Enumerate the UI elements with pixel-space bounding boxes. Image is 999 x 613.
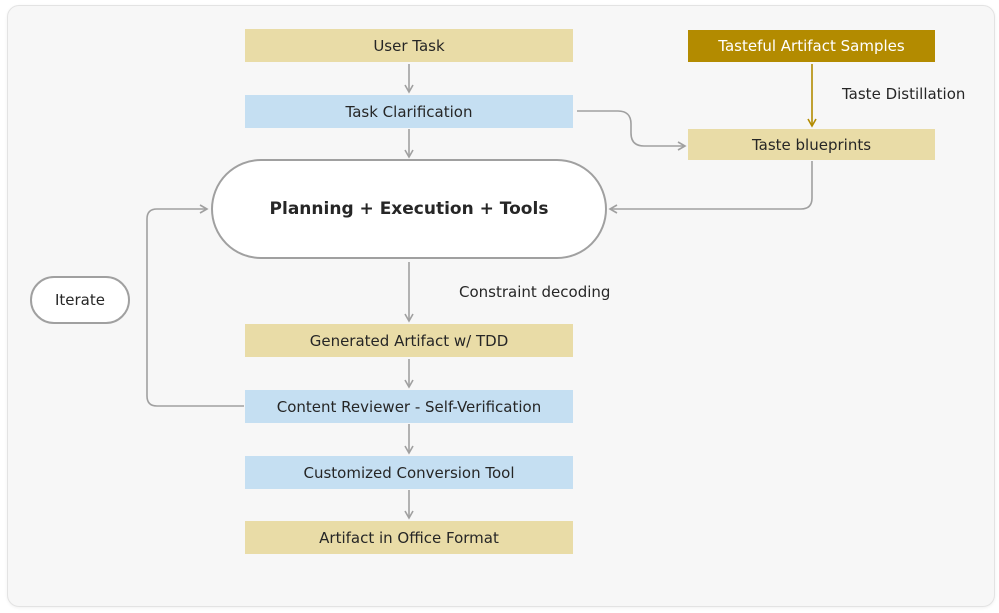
tasteful-artifact-samples-node: Tasteful Artifact Samples (688, 30, 935, 62)
taste-blueprints-node: Taste blueprints (688, 129, 935, 160)
conversion-tool-node: Customized Conversion Tool (245, 456, 573, 489)
planning-execution-tools-node: Planning + Execution + Tools (211, 159, 607, 259)
artifact-office-format-node: Artifact in Office Format (245, 521, 573, 554)
generated-artifact-node: Generated Artifact w/ TDD (245, 324, 573, 357)
content-reviewer-node: Content Reviewer - Self-Verification (245, 390, 573, 423)
task-clarification-node: Task Clarification (245, 95, 573, 128)
user-task-node: User Task (245, 29, 573, 62)
constraint-decoding-label: Constraint decoding (459, 283, 611, 301)
iterate-node: Iterate (30, 276, 130, 324)
taste-distillation-label: Taste Distillation (842, 85, 966, 103)
